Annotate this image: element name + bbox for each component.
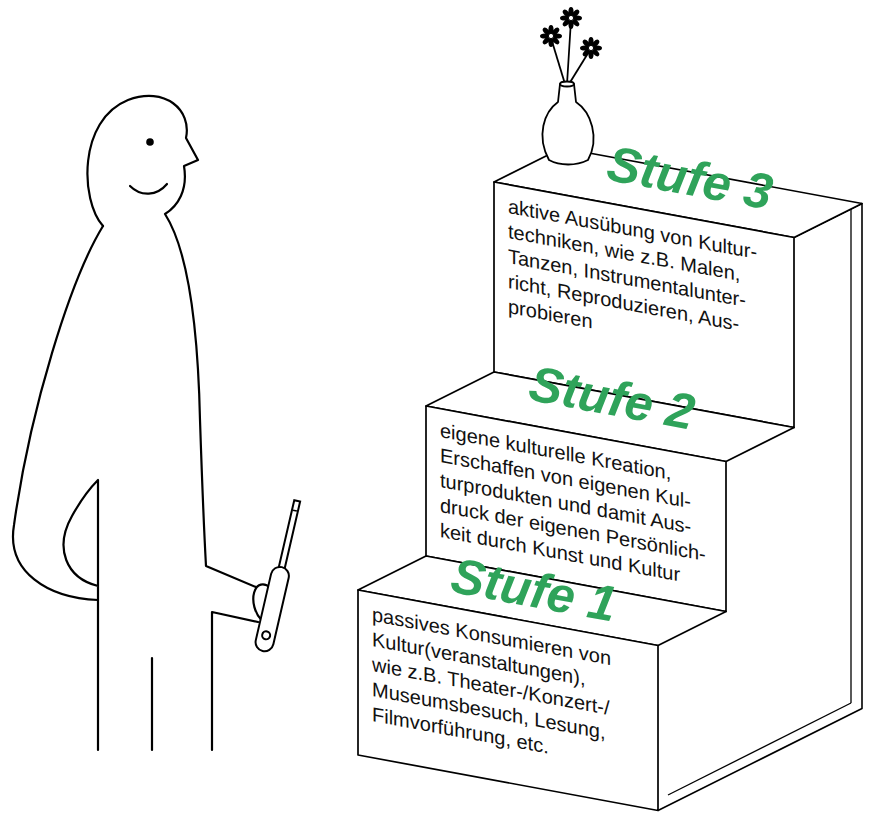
flower: [560, 7, 582, 29]
figure-smile: [130, 184, 167, 194]
screwdriver-shaft: [278, 500, 300, 572]
figure-eye: [146, 138, 154, 146]
vase-body: [542, 84, 593, 165]
screwdriver-hole: [261, 631, 271, 641]
figure-arm: [64, 480, 98, 750]
figure-hand: [249, 582, 283, 627]
flower: [540, 25, 562, 47]
panel-edge: [850, 209, 851, 703]
flower-stem: [569, 50, 590, 84]
figure-outline: [87, 96, 258, 588]
figure-arm: [13, 226, 103, 600]
vase-rim: [560, 82, 574, 87]
step-front-face: [358, 590, 658, 811]
figure-outline: [212, 612, 258, 750]
flower-stem: [551, 38, 565, 84]
panel-edge: [668, 703, 851, 795]
screwdriver-tip: [293, 509, 297, 511]
flower-stem: [567, 20, 571, 84]
vase: [542, 20, 593, 165]
screwdriver: [254, 499, 306, 653]
figure-leg: [151, 658, 153, 750]
stair-step: Stufe 1passives Konsumieren von Kultur(v…: [358, 556, 726, 811]
screwdriver-handle: [254, 565, 291, 653]
ikea-figure: [13, 96, 283, 750]
flower: [580, 37, 602, 59]
